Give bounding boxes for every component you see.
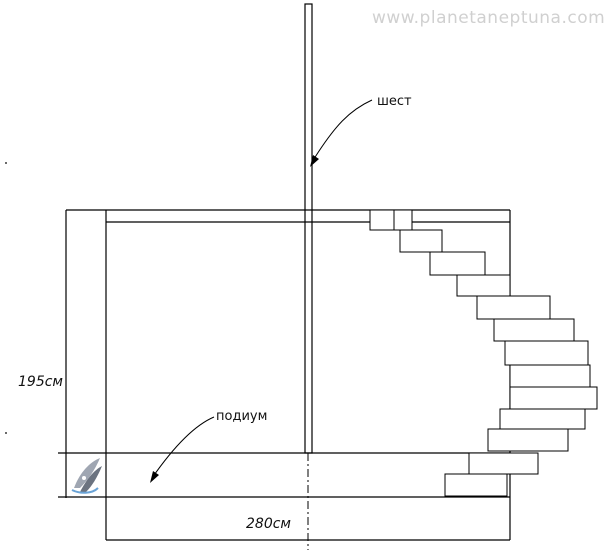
pen-logo-icon <box>71 458 102 494</box>
stray-mark <box>5 162 7 164</box>
podium-callout <box>150 416 215 483</box>
pole-label: шест <box>377 94 412 109</box>
staircase <box>369 209 598 497</box>
stray-mark <box>5 432 7 434</box>
pole-callout <box>310 99 373 167</box>
pole <box>304 3 313 550</box>
width-dimension: 280см <box>246 516 291 532</box>
podium-label: подиум <box>216 409 267 424</box>
height-dimension: 195см <box>18 374 63 390</box>
watermark: www.planetaneptuna.com <box>372 8 605 28</box>
